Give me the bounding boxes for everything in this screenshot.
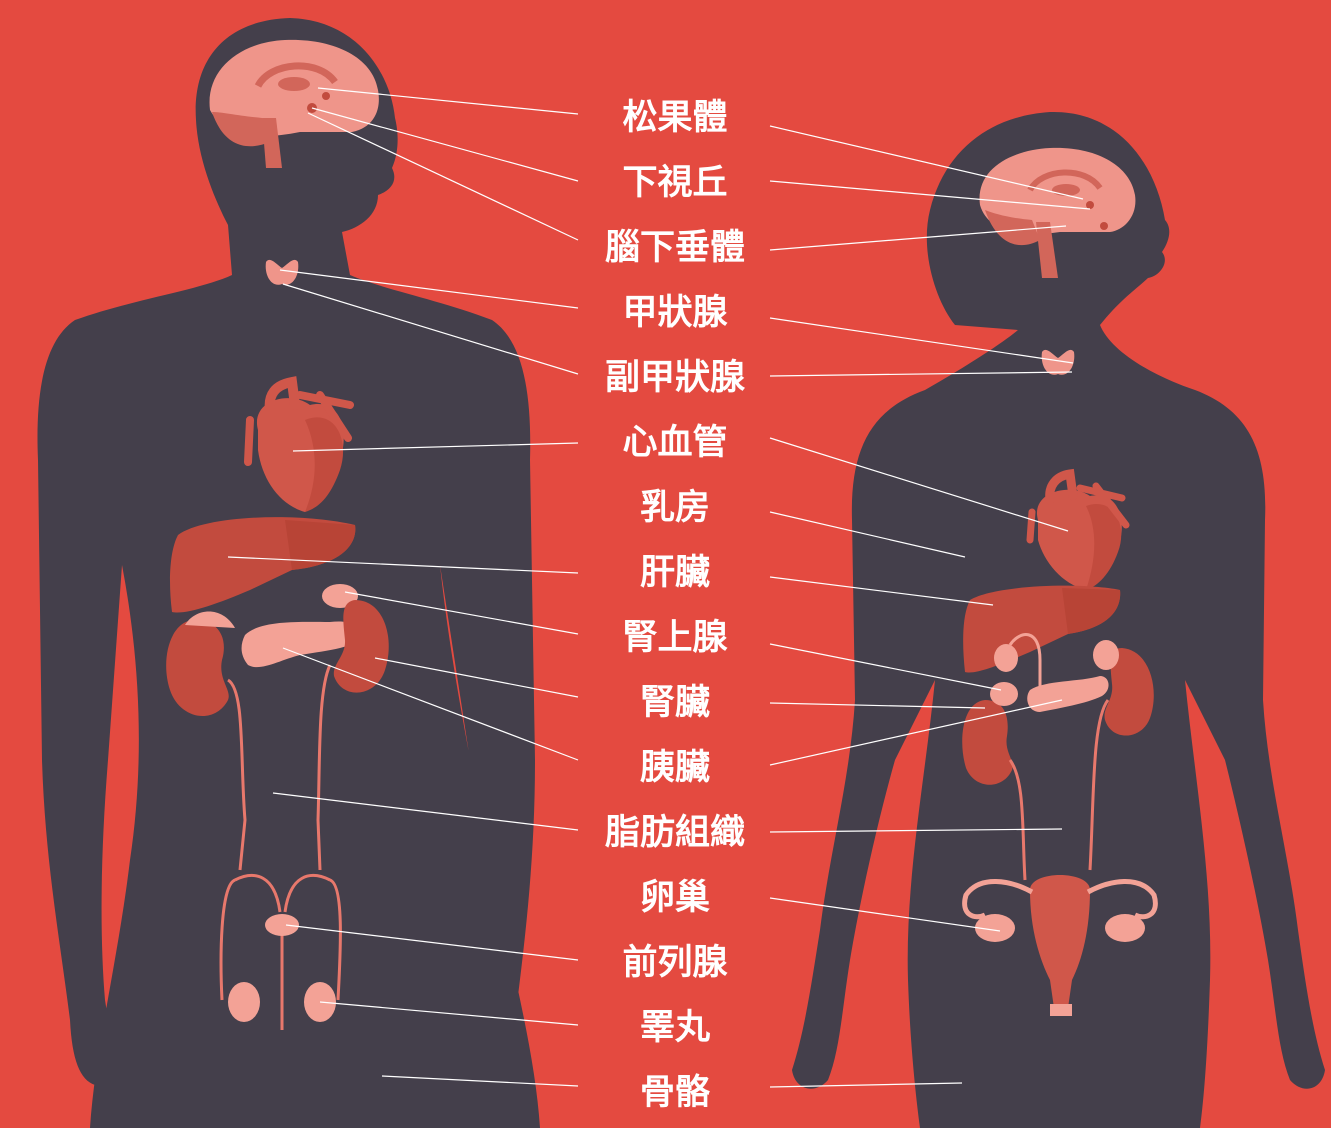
label-bone: 骨骼 [570,1073,780,1113]
label-pineal-gland: 松果體 [570,98,780,138]
label-ovary: 卵巢 [570,878,780,918]
label-pituitary-gland: 腦下垂體 [570,228,780,268]
label-parathyroid: 副甲狀腺 [570,358,780,398]
male-testis-left [228,982,260,1022]
label-breast: 乳房 [570,488,780,528]
label-adrenal-gland: 腎上腺 [570,618,780,658]
female-gallbladder [994,644,1018,672]
label-testis: 睪丸 [570,1008,780,1048]
female-adrenal-right [1093,640,1119,670]
label-prostate: 前列腺 [570,943,780,983]
female-pituitary-gland [1100,222,1108,230]
label-pancreas: 胰臟 [570,748,780,788]
label-liver: 肝臟 [570,553,780,593]
female-thalamus [1052,184,1080,196]
label-column: 松果體 下視丘 腦下垂體 甲狀腺 副甲狀腺 心血管 乳房 肝臟 腎上腺 腎臟 胰… [570,0,780,1128]
label-thyroid: 甲狀腺 [570,293,780,333]
male-prostate [265,914,299,936]
label-cardiovascular: 心血管 [570,423,780,463]
male-pineal-gland [322,92,330,100]
male-thalamus [278,77,310,91]
female-adrenal-left [990,682,1018,706]
female-ovary-right [1105,914,1145,942]
label-adipose-tissue: 脂肪組織 [570,813,780,853]
label-hypothalamus: 下視丘 [570,163,780,203]
female-pineal-gland [1086,201,1094,209]
label-kidney: 腎臟 [570,683,780,723]
